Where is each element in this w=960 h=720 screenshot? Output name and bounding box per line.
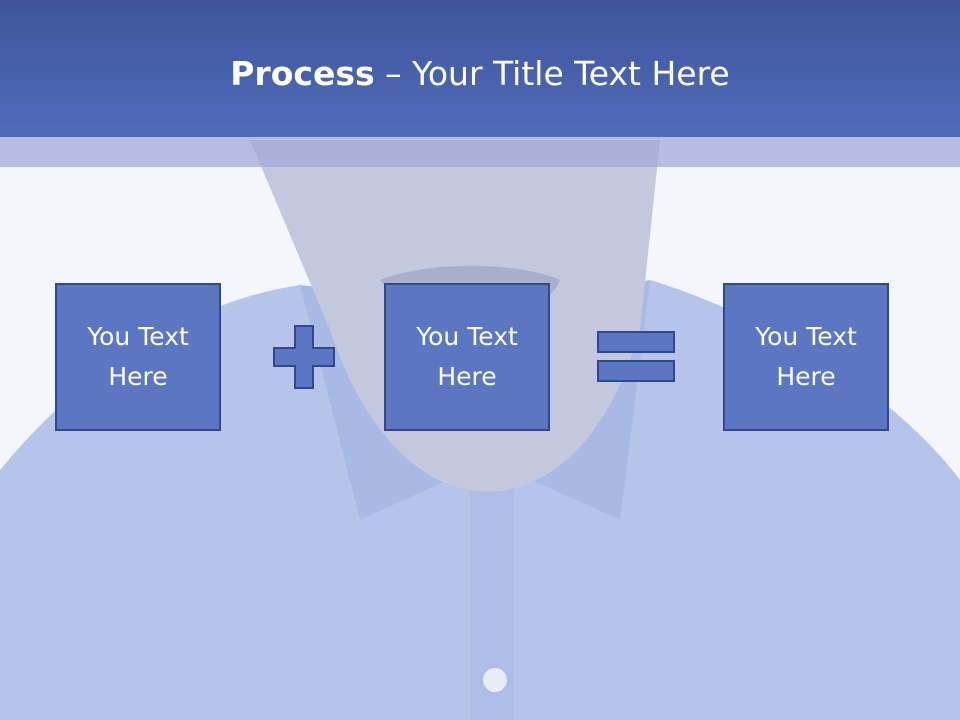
process-box-2[interactable]: You Text Here (384, 283, 550, 431)
process-box-1[interactable]: You Text Here (55, 283, 221, 431)
title-bar (0, 0, 960, 137)
plus-icon (273, 325, 335, 389)
process-box-1-line2: Here (108, 362, 168, 391)
process-box-1-text: You Text Here (87, 317, 189, 397)
process-box-3-line2: Here (776, 362, 836, 391)
process-box-3-line1: You Text (755, 322, 857, 351)
process-box-2-line2: Here (437, 362, 497, 391)
process-box-3[interactable]: You Text Here (723, 283, 889, 431)
equals-icon (597, 331, 675, 382)
process-box-2-line1: You Text (416, 322, 518, 351)
process-box-1-line1: You Text (87, 322, 189, 351)
title-sub-bar (0, 137, 960, 167)
process-box-2-text: You Text Here (416, 317, 518, 397)
slide-title-rest: – Your Title Text Here (374, 54, 730, 93)
process-box-3-text: You Text Here (755, 317, 857, 397)
slide-title: Process – Your Title Text Here (0, 52, 960, 96)
slide-title-bold: Process (230, 54, 375, 93)
